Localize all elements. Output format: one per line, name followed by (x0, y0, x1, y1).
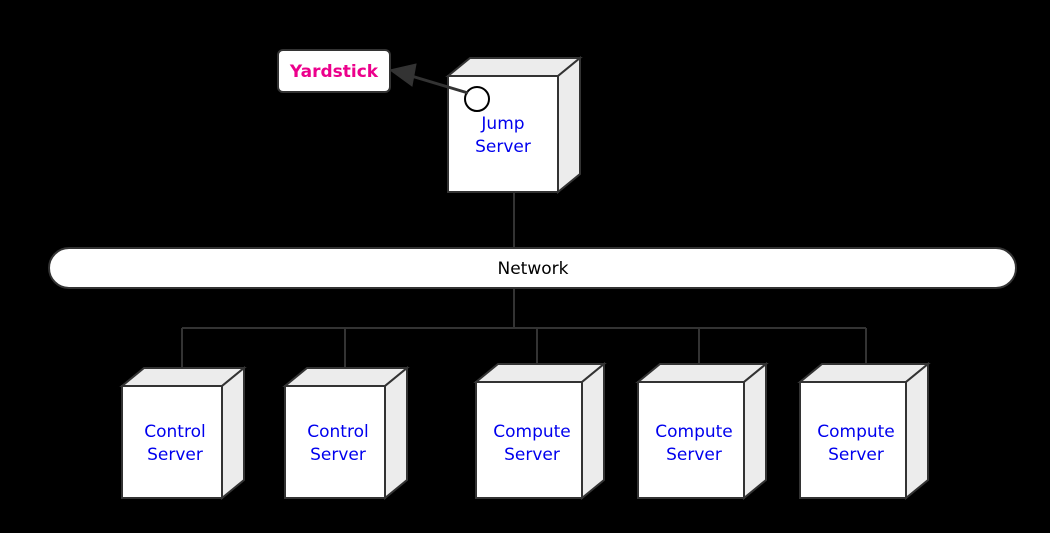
jump-server-interface-ball[interactable] (464, 86, 490, 112)
node-network[interactable]: Network (48, 247, 1017, 289)
jump-server-label-line2: Server (475, 137, 531, 157)
server-5-label-line2: Server (828, 445, 884, 465)
server-2-front-face (284, 385, 386, 499)
server-4-label-line1: Compute (655, 422, 733, 442)
server-5-side-face (905, 361, 929, 501)
node-server-5[interactable]: Compute Server (797, 361, 931, 501)
server-2-side-face (384, 365, 408, 501)
server-3-label-line2: Server (504, 445, 560, 465)
node-server-4[interactable]: Compute Server (635, 361, 769, 501)
yardstick-arrow-shaft (407, 73, 469, 95)
server-5-label-line1: Compute (817, 422, 895, 442)
jump-server-front-face (447, 75, 559, 193)
server-5-front-face (799, 381, 907, 499)
node-server-3[interactable]: Compute Server (473, 361, 607, 501)
yardstick-label: Yardstick (289, 62, 379, 82)
server-3-front-face (475, 381, 583, 499)
yardstick-arrow-head (388, 63, 417, 87)
jump-server-side-face (557, 55, 581, 195)
connector-yardstick-arrow (388, 63, 469, 95)
server-3-label-line1: Compute (493, 422, 571, 442)
server-4-label-line2: Server (666, 445, 722, 465)
server-4-side-face (743, 361, 767, 501)
yardstick-box (277, 49, 391, 93)
server-3-side-face (581, 361, 605, 501)
server-4-front-face (637, 381, 745, 499)
server-1-label-line1: Control (144, 422, 205, 442)
server-1-side-face (221, 365, 245, 501)
node-server-1[interactable]: Control Server (119, 365, 247, 501)
jump-server-label-line1: Jump (480, 114, 524, 134)
server-2-label-line2: Server (310, 445, 366, 465)
node-server-2[interactable]: Control Server (282, 365, 410, 501)
node-yardstick[interactable]: Yardstick (277, 49, 391, 93)
server-1-front-face (121, 385, 223, 499)
network-label: Network (498, 259, 569, 279)
server-2-label-line1: Control (307, 422, 368, 442)
server-1-label-line2: Server (147, 445, 203, 465)
network-bar (48, 247, 1017, 289)
node-jump-server[interactable]: Jump Server (445, 55, 583, 195)
